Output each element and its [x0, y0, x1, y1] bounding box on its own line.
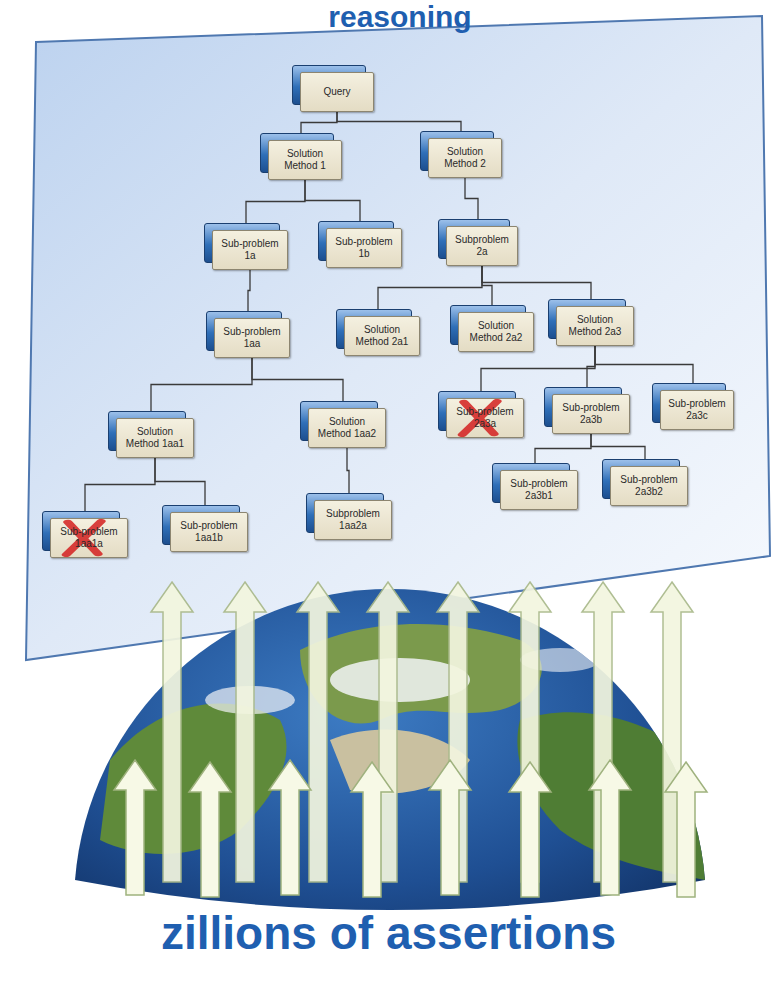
tree-connector	[252, 358, 343, 401]
box-label: Sub-problem 2a3b	[558, 402, 624, 426]
tree-box: Sub-problem 1aa1b	[170, 512, 248, 552]
tree-box: Sub-problem 2a3b2	[610, 466, 688, 506]
box-text-wrap: Sub-problem 1aa	[220, 326, 284, 350]
tree-box: Solution Method 1aa1	[116, 418, 194, 458]
box-label: Solution Method 1	[274, 148, 336, 172]
tree-box: Sub-problem 2a3a	[446, 398, 524, 438]
tree-box: Solution Method 1	[268, 140, 342, 180]
tree-box: Sub-problem 1aa	[214, 318, 290, 358]
box-label: Sub-problem 2a3b2	[616, 474, 682, 498]
tree-connector	[85, 458, 155, 511]
box-text-wrap: Subproblem 2a	[452, 234, 512, 258]
box-text-wrap: Sub-problem 2a3b	[558, 402, 624, 426]
box-text-wrap: Sub-problem 1aa1a	[56, 526, 122, 550]
earth	[60, 580, 720, 960]
box-text-wrap: Solution Method 2a1	[350, 324, 414, 348]
box-text-wrap: Sub-problem 2a3a	[452, 406, 518, 430]
box-text-wrap: Sub-problem 1aa1b	[176, 520, 242, 544]
tree-box: Subproblem 2a	[446, 226, 518, 266]
tree-connector	[151, 358, 252, 411]
box-text-wrap: Solution Method 1aa2	[314, 416, 380, 440]
upward-arrows-front	[114, 760, 707, 897]
box-text-wrap: Query	[323, 86, 350, 98]
diagram-caption: zillions of assertions	[40, 908, 737, 958]
box-label: Subproblem 1aa2a	[320, 508, 386, 532]
tree-box: Sub-problem 1aa1a	[50, 518, 128, 558]
box-label: Sub-problem 1aa1b	[176, 520, 242, 544]
box-label: Query	[323, 86, 350, 98]
tree-box: Solution Method 1aa2	[308, 408, 386, 448]
box-text-wrap: Sub-problem 2a3c	[666, 398, 728, 422]
tree-box: Sub-problem 2a3c	[660, 390, 734, 430]
tree-connector	[301, 112, 337, 133]
tree-box: Subproblem 1aa2a	[314, 500, 392, 540]
tree-box: Sub-problem 1a	[212, 230, 288, 270]
tree-connector	[465, 178, 478, 219]
tree-box: Sub-problem 1b	[326, 228, 402, 268]
box-text-wrap: Sub-problem 1b	[332, 236, 396, 260]
box-label: Solution Method 2a3	[562, 314, 628, 338]
box-text-wrap: Sub-problem 2a3b2	[616, 474, 682, 498]
box-label: Sub-problem 1aa1a	[56, 526, 122, 550]
box-label: Sub-problem 2a3a	[452, 406, 518, 430]
tree-box: Sub-problem 2a3b1	[500, 470, 578, 510]
tree-connector	[595, 346, 693, 383]
tree-box: Sub-problem 2a3b	[552, 394, 630, 434]
tree-connector	[481, 346, 595, 391]
box-text-wrap: Solution Method 2	[434, 146, 496, 170]
tree-box: Solution Method 2a1	[344, 316, 420, 356]
tree-connector	[246, 180, 305, 223]
box-text-wrap: Sub-problem 2a3b1	[506, 478, 572, 502]
box-text-wrap: Solution Method 2a2	[464, 320, 528, 344]
panel	[26, 16, 770, 660]
box-label: Solution Method 2a1	[350, 324, 414, 348]
box-text-wrap: Solution Method 1aa1	[122, 426, 188, 450]
tree-connector	[337, 112, 461, 131]
box-label: Sub-problem 2a3b1	[506, 478, 572, 502]
tree-connector	[482, 266, 492, 305]
tree-connector	[305, 180, 360, 221]
box-text-wrap: Solution Method 2a3	[562, 314, 628, 338]
box-label: Solution Method 2	[434, 146, 496, 170]
tree-connector	[248, 270, 250, 311]
box-label: Sub-problem 1aa	[220, 326, 284, 350]
box-label: Solution Method 1aa1	[122, 426, 188, 450]
box-text-wrap: Subproblem 1aa2a	[320, 508, 386, 532]
box-label: Sub-problem 1b	[332, 236, 396, 260]
tree-connector	[378, 266, 482, 309]
tree-box: Solution Method 2	[428, 138, 502, 178]
box-label: Solution Method 2a2	[464, 320, 528, 344]
tree-connector	[155, 458, 205, 505]
box-text-wrap: Solution Method 1	[274, 148, 336, 172]
tree-connector	[482, 266, 591, 299]
box-label: Subproblem 2a	[452, 234, 512, 258]
tree-connector	[535, 434, 591, 463]
diagram-title: reasoning	[250, 0, 550, 34]
box-label: Sub-problem 2a3c	[666, 398, 728, 422]
box-label: Sub-problem 1a	[218, 238, 282, 262]
tree-connector	[347, 448, 349, 493]
tree-box: Solution Method 2a3	[556, 306, 634, 346]
tree-box: Query	[300, 72, 374, 112]
box-text-wrap: Sub-problem 1a	[218, 238, 282, 262]
box-label: Solution Method 1aa2	[314, 416, 380, 440]
tree-connector	[587, 346, 595, 387]
tree-connector	[591, 434, 645, 459]
tree-box: Solution Method 2a2	[458, 312, 534, 352]
